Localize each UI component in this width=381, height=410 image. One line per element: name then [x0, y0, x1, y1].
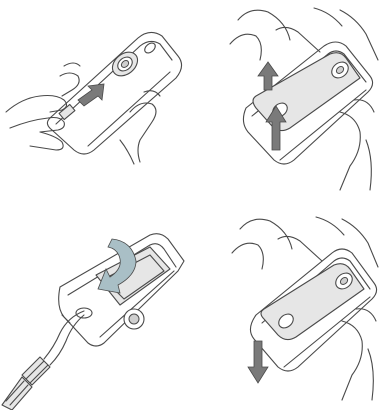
illustration-push-release [0, 0, 190, 205]
panel-step-4-replace-cover [190, 205, 381, 410]
strap-band [2, 377, 32, 410]
hand-top-icon [240, 219, 292, 249]
illustration-replace-cover [190, 205, 381, 410]
hand-left-icon [6, 96, 67, 113]
panel-step-2-lift-cover [190, 0, 381, 205]
illustration-thread-strap [0, 205, 190, 410]
hand-bottom-icon [342, 321, 362, 400]
hand-top-icon [238, 10, 290, 40]
panel-step-1-push-release [0, 0, 190, 205]
hand-bottom-icon [340, 112, 360, 190]
illustration-lift-cover [190, 0, 381, 205]
panel-step-3-thread-strap [0, 205, 190, 410]
